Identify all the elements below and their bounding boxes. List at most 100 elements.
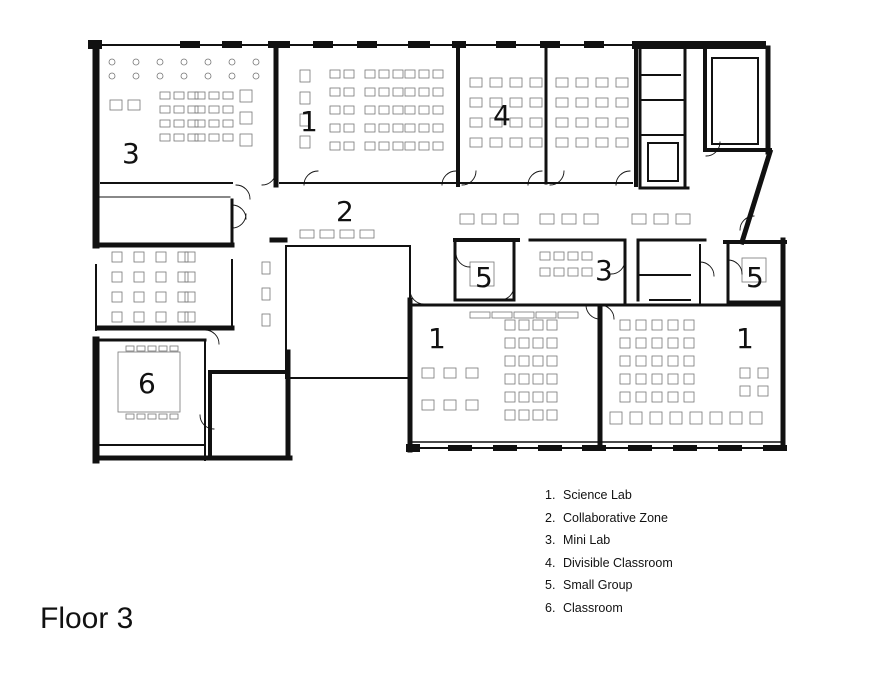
desk bbox=[443, 399, 457, 411]
desk bbox=[529, 137, 543, 148]
desk bbox=[155, 271, 167, 283]
desk bbox=[635, 319, 647, 331]
desk bbox=[739, 385, 751, 397]
desk bbox=[133, 311, 145, 323]
desk bbox=[489, 97, 503, 108]
desk bbox=[404, 87, 416, 97]
desk bbox=[378, 105, 390, 115]
desk bbox=[177, 251, 189, 263]
desk bbox=[595, 97, 609, 108]
desk bbox=[418, 69, 430, 79]
stool bbox=[252, 72, 260, 80]
desk bbox=[546, 319, 558, 331]
desk bbox=[567, 251, 579, 261]
room-label-small-group-east: 5 bbox=[746, 261, 764, 294]
legend-label: Classroom bbox=[563, 600, 623, 615]
desk bbox=[555, 117, 569, 128]
desk bbox=[609, 411, 623, 425]
desk bbox=[649, 411, 663, 425]
desk bbox=[329, 123, 341, 133]
desk bbox=[651, 337, 663, 349]
room-label-science-lab-north: 1 bbox=[300, 105, 318, 138]
legend-number: 3. bbox=[545, 533, 556, 547]
desk bbox=[504, 391, 516, 403]
desk bbox=[469, 97, 483, 108]
chair bbox=[169, 345, 179, 352]
counter bbox=[535, 311, 557, 319]
desk bbox=[194, 105, 206, 114]
desk bbox=[127, 99, 141, 111]
desk bbox=[669, 411, 683, 425]
desk bbox=[532, 337, 544, 349]
floor-title: Floor 3 bbox=[40, 602, 134, 635]
desk bbox=[504, 409, 516, 421]
chair bbox=[158, 345, 168, 352]
desk bbox=[619, 373, 631, 385]
counter bbox=[513, 311, 535, 319]
desk bbox=[555, 97, 569, 108]
stool bbox=[204, 72, 212, 80]
chair bbox=[125, 345, 135, 352]
legend-number: 2. bbox=[545, 510, 556, 525]
desk bbox=[208, 91, 220, 100]
room-label-divisible-classroom: 4 bbox=[493, 99, 511, 132]
desk bbox=[378, 123, 390, 133]
chair bbox=[147, 413, 157, 420]
desk bbox=[518, 409, 530, 421]
desk bbox=[155, 311, 167, 323]
table bbox=[631, 213, 647, 225]
desk bbox=[418, 105, 430, 115]
desk bbox=[111, 271, 123, 283]
desk bbox=[539, 251, 551, 261]
desk bbox=[184, 271, 196, 283]
stool bbox=[156, 58, 164, 66]
counter bbox=[557, 311, 579, 319]
desk bbox=[518, 355, 530, 367]
stool bbox=[228, 72, 236, 80]
table bbox=[469, 261, 495, 287]
south-windows bbox=[406, 444, 787, 452]
desk bbox=[378, 87, 390, 97]
desk bbox=[575, 77, 589, 88]
desk bbox=[392, 69, 404, 79]
legend-item: 6.Classroom bbox=[545, 597, 673, 620]
desk bbox=[378, 141, 390, 151]
desk bbox=[689, 411, 703, 425]
desk bbox=[222, 133, 234, 142]
desk bbox=[683, 391, 695, 403]
desk bbox=[343, 87, 355, 97]
desk bbox=[509, 97, 523, 108]
desk bbox=[532, 391, 544, 403]
table bbox=[741, 257, 767, 283]
desk bbox=[421, 367, 435, 379]
legend-item: 5.Small Group bbox=[545, 574, 673, 597]
desk bbox=[177, 291, 189, 303]
chair bbox=[136, 345, 146, 352]
desk bbox=[109, 99, 123, 111]
legend-item: 2.Collaborative Zone bbox=[545, 507, 673, 530]
desk bbox=[529, 117, 543, 128]
desk bbox=[504, 355, 516, 367]
bench bbox=[261, 313, 271, 327]
legend-item: 1.Science Lab bbox=[545, 484, 673, 507]
stool bbox=[156, 72, 164, 80]
desk bbox=[504, 319, 516, 331]
stool bbox=[180, 72, 188, 80]
desk bbox=[529, 77, 543, 88]
desk bbox=[111, 291, 123, 303]
desk bbox=[329, 69, 341, 79]
stool bbox=[108, 72, 116, 80]
room-label-science-lab-southwest: 1 bbox=[428, 322, 446, 355]
desk bbox=[111, 251, 123, 263]
desk bbox=[553, 251, 565, 261]
desk bbox=[619, 391, 631, 403]
desk bbox=[629, 411, 643, 425]
desk bbox=[667, 373, 679, 385]
table bbox=[539, 213, 555, 225]
desk bbox=[469, 117, 483, 128]
room-label-collaborative-zone: 2 bbox=[336, 195, 354, 228]
desk bbox=[187, 133, 199, 142]
desk bbox=[615, 117, 629, 128]
room-label-mini-lab-center: 3 bbox=[595, 254, 613, 287]
desk bbox=[187, 105, 199, 114]
